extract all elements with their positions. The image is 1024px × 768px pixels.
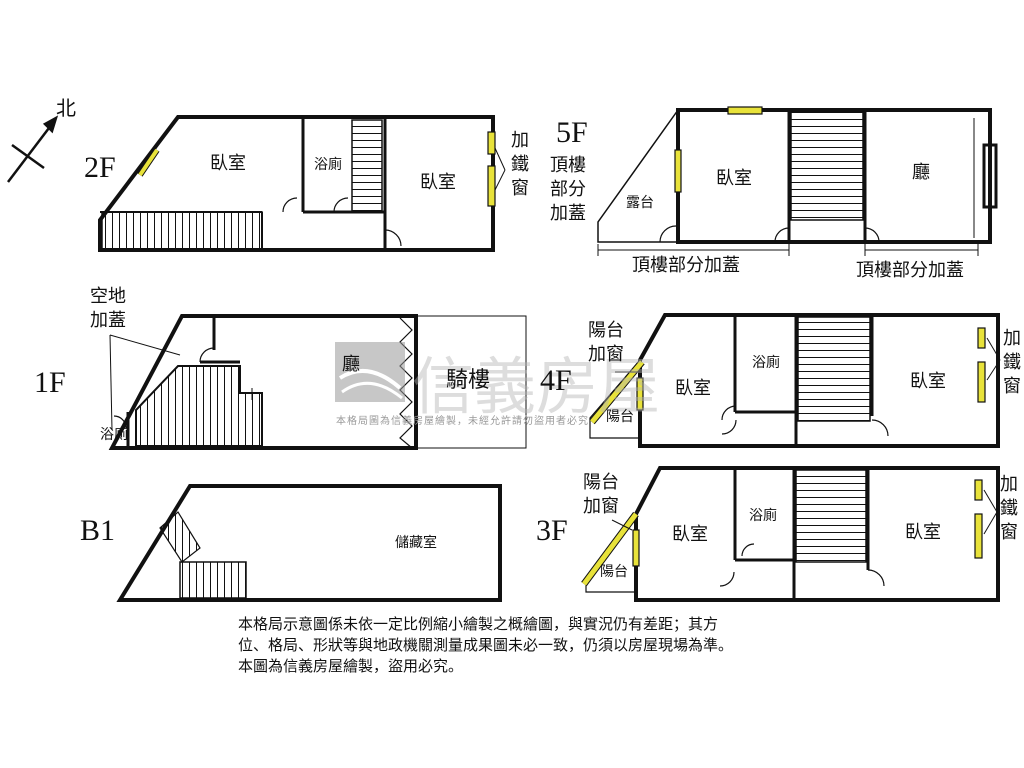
room-4f-bathroom: 浴廁	[752, 355, 780, 371]
note-3f-iron-3: 窗	[1000, 522, 1018, 543]
room-2f-bedroom-right: 臥室	[420, 172, 456, 193]
note-1f-2: 加蓋	[90, 310, 126, 331]
note-3f-iron-1: 加	[1000, 474, 1018, 495]
note-3f-2: 加窗	[583, 496, 619, 517]
floor-label-4f: 4F	[540, 364, 572, 397]
floor-label-5f: 5F	[556, 116, 588, 149]
disclaimer-line-1: 本格局示意圖係未依一定比例縮小繪製之概繪圖，與實況仍有差距；其方	[238, 615, 719, 633]
room-4f-bedroom-left: 臥室	[675, 378, 711, 399]
note-4f-iron-2: 鐵	[1003, 352, 1021, 373]
room-2f-bedroom-left: 臥室	[210, 153, 246, 174]
plan-5f	[597, 106, 998, 256]
room-1f-bathroom: 浴廁	[100, 427, 128, 443]
room-2f-bathroom: 浴廁	[314, 157, 342, 173]
plan-4f	[589, 313, 1000, 448]
disclaimer-line-3: 本圖為信義房屋繪製，盜用必究。	[238, 657, 464, 675]
plan-1f	[108, 314, 527, 450]
note-3f-iron-2: 鐵	[1000, 498, 1018, 519]
plan-2f	[98, 115, 496, 252]
watermark-logo-icon	[335, 342, 405, 402]
room-5f-bedroom: 臥室	[716, 168, 752, 189]
floor-label-2f: 2F	[84, 151, 116, 184]
watermark-caption: 本格局圖為信義房屋繪製，未經允許請勿盜用者必究	[336, 416, 589, 427]
room-5f-living: 廳	[912, 162, 930, 183]
note-4f-1: 陽台	[588, 320, 624, 341]
dim-5f-left: 頂樓部分加蓋	[632, 255, 740, 276]
note-1f-1: 空地	[90, 286, 126, 307]
plan-b1	[116, 484, 502, 602]
note-4f-iron-3: 窗	[1003, 376, 1021, 397]
disclaimer-line-2: 位、格局、形狀等與地政機關測量成果圖未必一致，仍須以房屋現場為準。	[238, 636, 734, 654]
note-3f-1: 陽台	[583, 472, 619, 493]
room-b1-storage: 儲藏室	[395, 535, 437, 551]
disclaimer-notes: 本格局示意圖係未依一定比例縮小繪製之概繪圖，與實況仍有差距；其方 位、格局、形狀…	[238, 614, 818, 677]
floor-label-3f: 3F	[536, 514, 568, 547]
note-5f-2: 部分	[550, 179, 586, 200]
watermark-brand: 信義房屋	[412, 350, 661, 423]
room-3f-bedroom-left: 臥室	[672, 524, 708, 545]
room-5f-terrace: 露台	[626, 195, 654, 211]
note-4f-2: 加窗	[588, 344, 624, 365]
room-4f-bedroom-right: 臥室	[910, 371, 946, 392]
room-1f-living: 廳	[342, 354, 360, 375]
room-3f-bedroom-right: 臥室	[905, 522, 941, 543]
plan-3f	[581, 466, 1000, 602]
note-2f-iron-2: 鐵	[511, 154, 529, 175]
callout-lines	[494, 147, 1001, 535]
room-1f-arcade: 騎樓	[446, 368, 491, 393]
note-2f-iron-3: 窗	[511, 178, 529, 199]
room-3f-balcony: 陽台	[600, 564, 628, 580]
note-5f-3: 加蓋	[550, 203, 586, 224]
note-2f-iron-1: 加	[511, 130, 529, 151]
floor-label-b1: B1	[80, 514, 116, 547]
note-5f-1: 頂樓	[550, 155, 586, 176]
room-4f-balcony: 陽台	[606, 409, 634, 425]
compass-icon	[7, 115, 59, 183]
compass-north-label: 北	[56, 96, 76, 120]
note-4f-iron-1: 加	[1003, 328, 1021, 349]
floor-label-1f: 1F	[34, 366, 66, 399]
room-3f-bathroom: 浴廁	[749, 508, 777, 524]
dim-5f-right: 頂樓部分加蓋	[856, 260, 964, 281]
